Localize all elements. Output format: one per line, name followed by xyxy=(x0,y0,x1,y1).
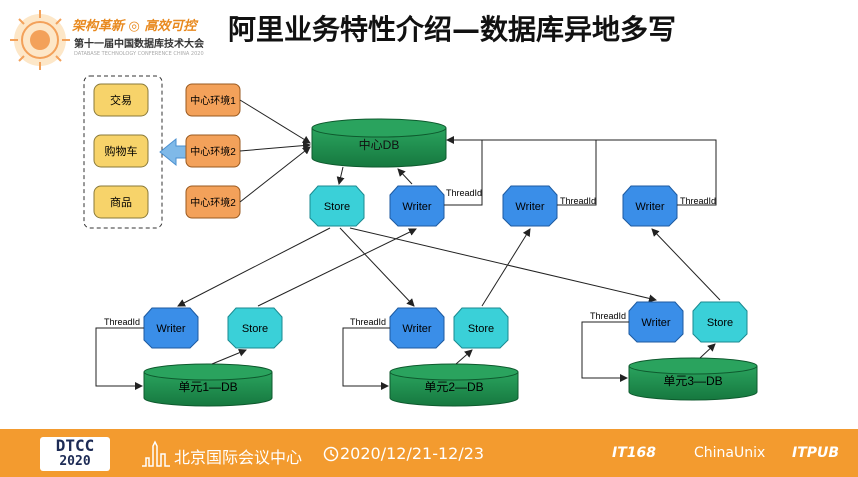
threadid-label: ThreadId xyxy=(446,188,482,198)
center-db: 中心DB xyxy=(311,118,447,168)
node-label: Writer xyxy=(635,201,664,213)
node-label: Writer xyxy=(515,201,544,213)
env-label: 中心环境2 xyxy=(190,145,236,158)
sponsor-itpub: ITPUB xyxy=(792,445,840,461)
writer-node-unit-3: Writer xyxy=(628,301,684,343)
conference-name-en: DATABASE TECHNOLOGY CONFERENCE CHINA 202… xyxy=(74,51,204,57)
writer-node-unit-1: Writer xyxy=(143,307,199,349)
node-label: Writer xyxy=(641,317,670,329)
conference-slogan: 架构革新 ◎ 高效可控 xyxy=(72,19,197,34)
routing-arrow-icon xyxy=(159,137,189,167)
store-from-db-arrow xyxy=(211,348,247,365)
threadid-label: ThreadId xyxy=(350,317,386,327)
business-label: 购物车 xyxy=(105,144,138,158)
store-to-writer-arrow xyxy=(339,227,415,307)
node-label: Writer xyxy=(402,323,431,335)
env-to-db-arrow xyxy=(239,141,311,152)
skyline-icon xyxy=(142,440,170,467)
dtcc-logo-line1: DTCC xyxy=(55,436,95,455)
writer-node-top-3: Writer xyxy=(622,185,678,227)
unit-db-label: 单元2—DB xyxy=(424,380,483,394)
threadid-loop xyxy=(447,139,717,206)
unit-db-label: 单元3—DB xyxy=(663,374,722,388)
unit-db-3: 单元3—DB xyxy=(628,357,758,401)
node-label: Store xyxy=(468,323,494,335)
store-to-writer-arrow xyxy=(349,227,657,303)
threadid-label: ThreadId xyxy=(680,196,716,206)
env-label: 中心环境2 xyxy=(190,196,236,209)
unit-db-2: 单元2—DB xyxy=(389,363,519,407)
business-label: 交易 xyxy=(110,93,132,107)
venue-text: 北京国际会议中心 xyxy=(174,448,303,467)
threadid-label: ThreadId xyxy=(590,311,626,321)
store-from-db-arrow xyxy=(699,343,716,359)
threadid-loop xyxy=(581,321,629,382)
node-label: Store xyxy=(324,201,350,213)
sun-logo-icon xyxy=(10,10,70,70)
db-to-store-arrow xyxy=(336,166,345,185)
page-title: 阿里业务特性介绍—数据库异地多写 xyxy=(228,13,677,46)
writer-node-unit-2: Writer xyxy=(389,307,445,349)
store-node-unit-1: Store xyxy=(227,307,283,349)
store-from-db-arrow xyxy=(455,349,473,365)
date-text: 2020/12/21-12/23 xyxy=(340,444,485,463)
architecture-diagram: 交易 购物车 商品 中心环境1 中心环境2 中心环境2 中心DB Store xyxy=(83,75,758,407)
threadid-label: ThreadId xyxy=(104,317,140,327)
store-to-writer-arrow xyxy=(651,228,721,301)
conference-name: 第十一届中国数据库技术大会 xyxy=(74,39,204,50)
node-label: Writer xyxy=(156,323,185,335)
business-item-cart: 购物车 xyxy=(93,134,149,168)
footer-bar xyxy=(0,429,858,477)
conference-logo xyxy=(6,6,216,76)
env-box-2: 中心环境2 xyxy=(185,134,241,168)
writer-node-top-2: Writer xyxy=(502,185,558,227)
env-to-db-arrow xyxy=(239,99,311,144)
sponsor-it168: IT168 xyxy=(612,445,656,461)
writer-node-center: Writer xyxy=(389,185,445,227)
store-node-center: Store xyxy=(309,185,365,227)
node-label: Writer xyxy=(402,201,431,213)
dtcc-logo: DTCC 2020 xyxy=(40,437,110,471)
node-label: Store xyxy=(242,323,268,335)
business-item-trade: 交易 xyxy=(93,83,149,117)
node-label: Store xyxy=(707,317,733,329)
business-label: 商品 xyxy=(110,195,132,209)
env-box-1: 中心环境1 xyxy=(185,83,241,117)
env-label: 中心环境1 xyxy=(190,94,236,107)
clock-icon xyxy=(323,446,339,462)
store-to-writer-arrow xyxy=(257,228,417,307)
writer-to-db-arrow xyxy=(397,168,413,185)
threadid-loop xyxy=(342,327,390,390)
unit-db-1: 单元1—DB xyxy=(143,363,273,407)
threadid-label: ThreadId xyxy=(560,196,596,206)
store-to-writer-arrow xyxy=(177,227,331,307)
center-db-label: 中心DB xyxy=(359,137,400,152)
env-box-3: 中心环境2 xyxy=(185,185,241,219)
threadid-loop xyxy=(95,327,144,390)
env-to-db-arrow xyxy=(239,146,311,203)
store-node-unit-3: Store xyxy=(692,301,748,343)
sponsor-chinaunix: ChinaUnix xyxy=(694,445,766,461)
store-to-writer-arrow xyxy=(481,228,531,307)
dtcc-logo-line2: 2020 xyxy=(59,454,91,469)
store-node-unit-2: Store xyxy=(453,307,509,349)
business-item-goods: 商品 xyxy=(93,185,149,219)
unit-db-label: 单元1—DB xyxy=(178,380,237,394)
